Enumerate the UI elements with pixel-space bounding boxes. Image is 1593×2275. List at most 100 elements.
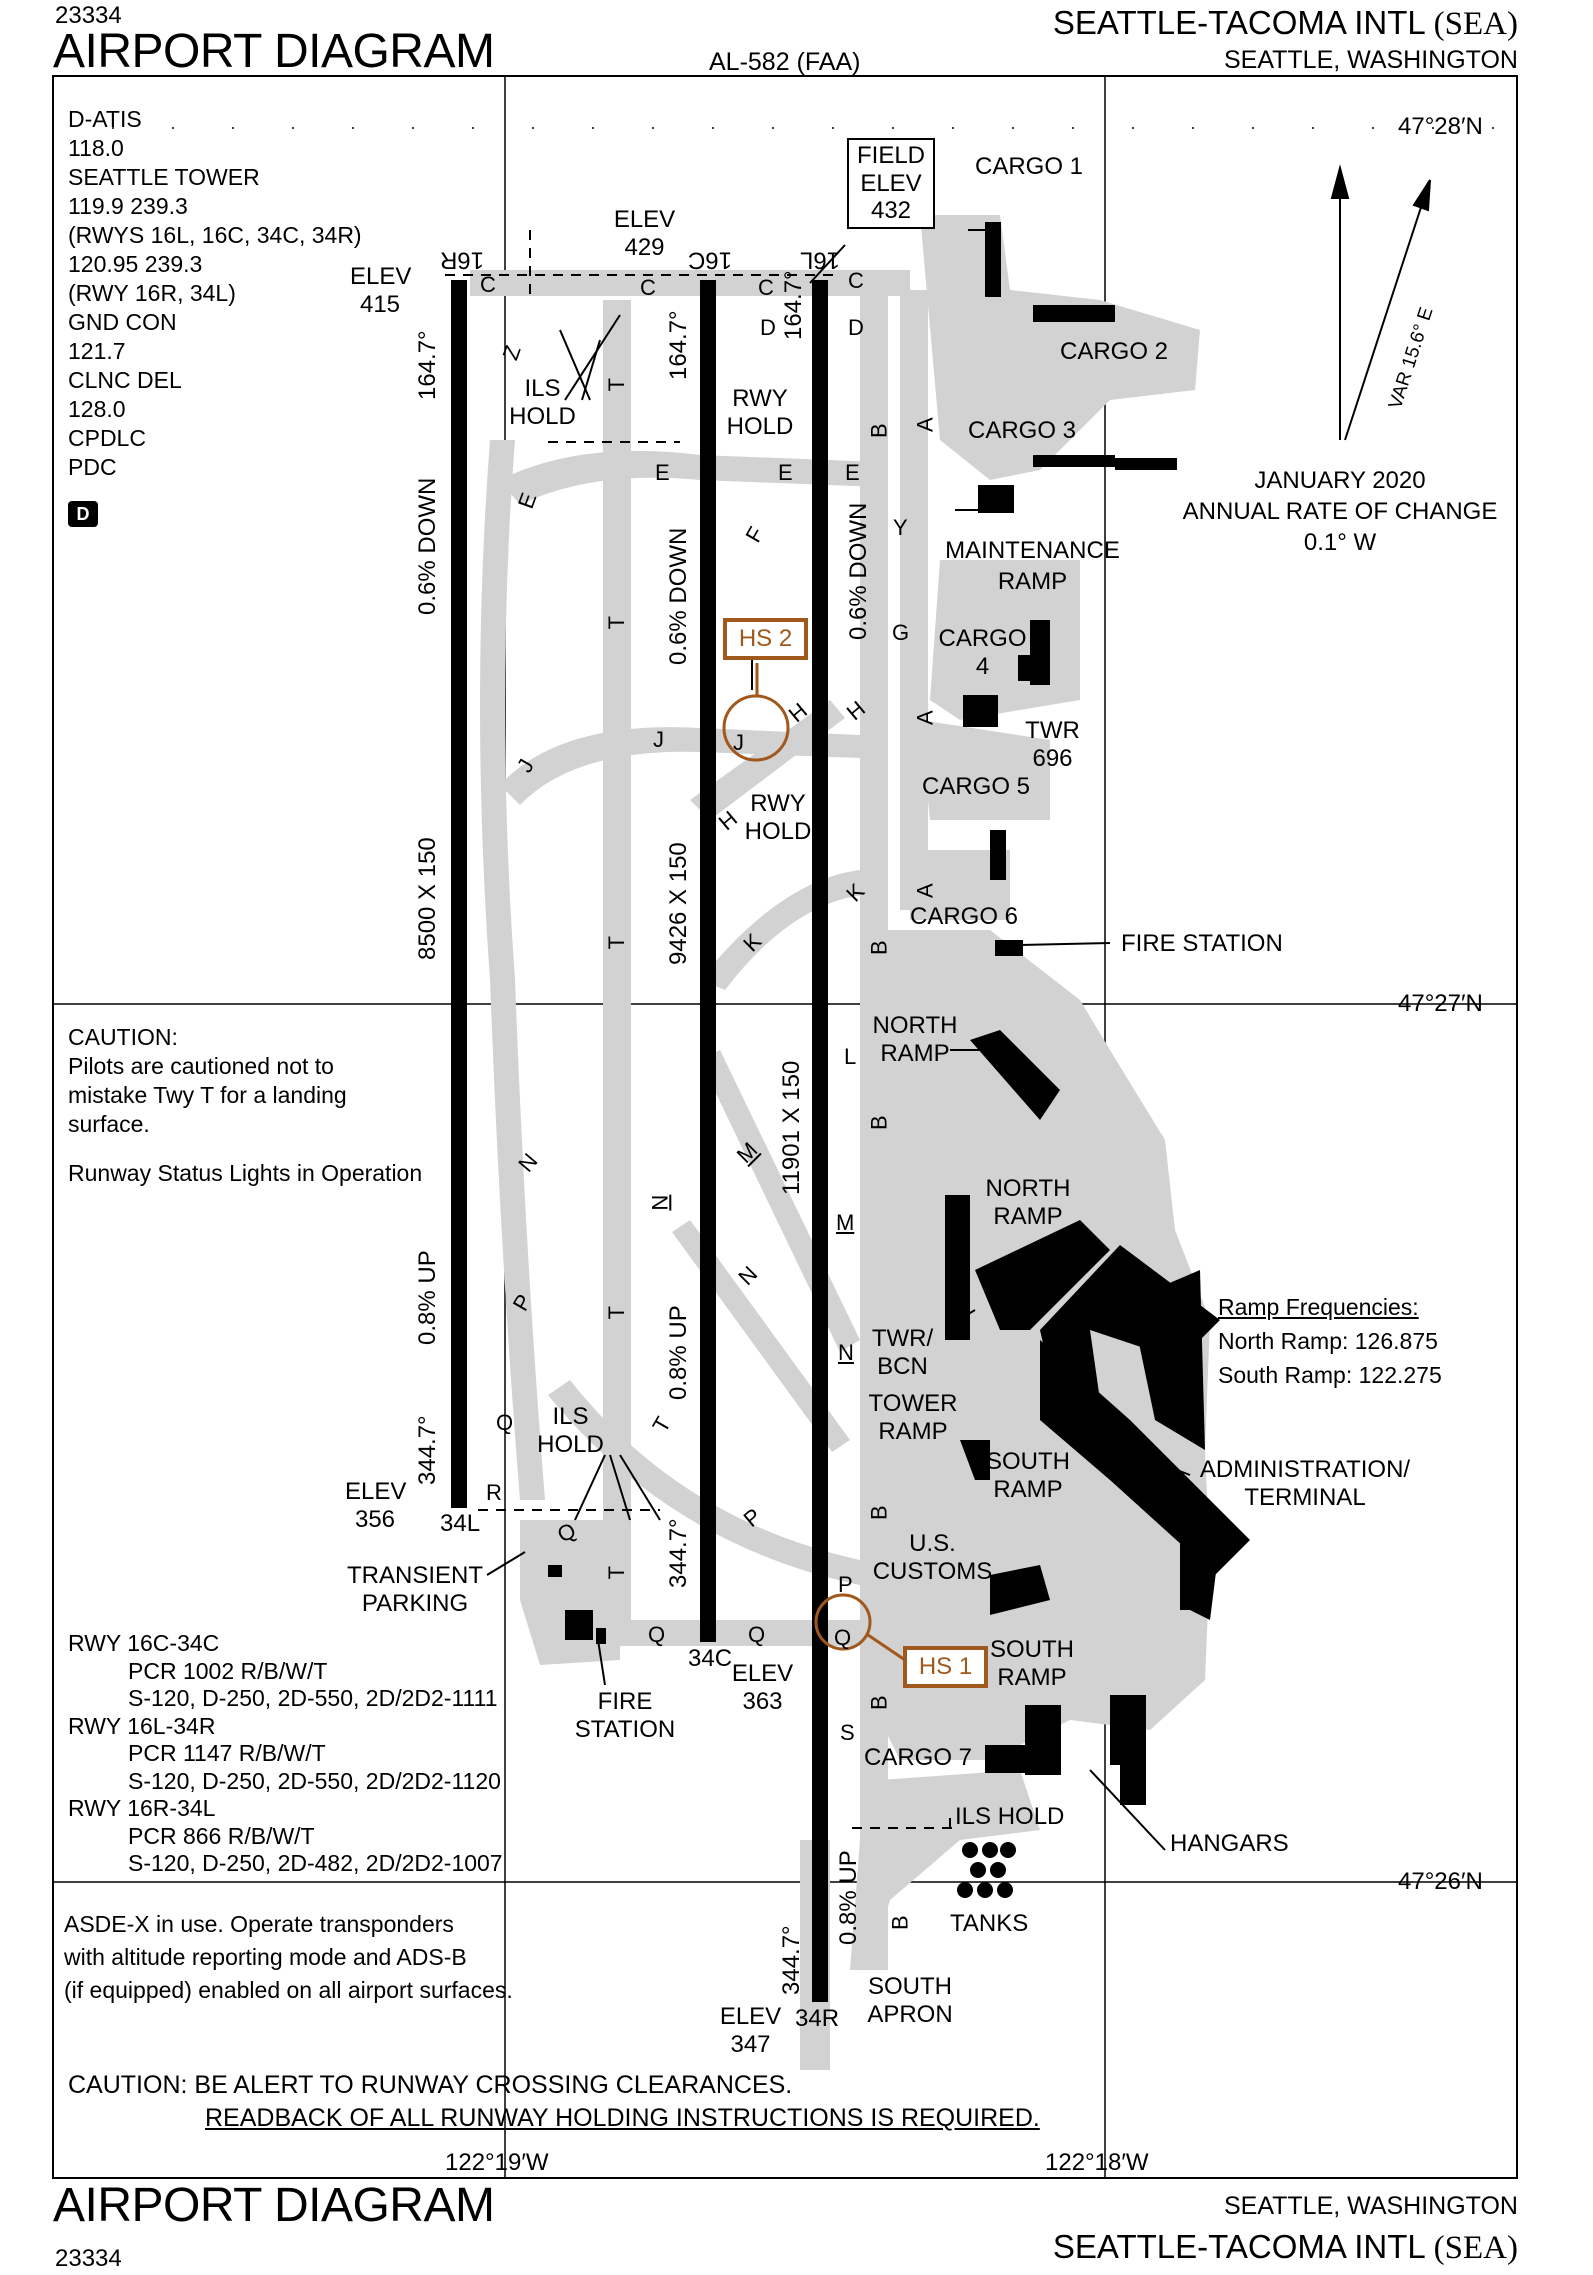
asdex-line: ASDE-X in use. Operate transponders	[64, 1911, 454, 1937]
hot-spot-circles	[722, 663, 906, 1662]
grad-34c: 0.8% UP	[665, 1305, 692, 1400]
grad-34r: 0.8% UP	[835, 1850, 862, 1945]
twy-b: B	[887, 1915, 913, 1930]
label-line: RAMP	[997, 1663, 1067, 1691]
label-south-apron: SOUTH APRON	[855, 1973, 965, 2028]
twy-a: A	[912, 883, 938, 898]
grad-16c: 0.6% DOWN	[665, 527, 692, 665]
label-cargo-4: CARGO 4	[930, 625, 1035, 680]
label-line: U.S.	[909, 1530, 956, 1557]
hold-and-leader-lines	[445, 229, 1191, 1851]
twy-t-surface	[603, 300, 631, 1640]
pcr-runway: RWY 16C-34C	[68, 1630, 220, 1656]
hot-spot-hs2[interactable]: HS 2	[723, 618, 808, 660]
twy-b: B	[866, 1505, 892, 1520]
north-arrow	[1330, 164, 1431, 441]
chart-title: AIRPORT DIAGRAM	[53, 25, 495, 78]
label-line: APRON	[867, 2000, 953, 2028]
twy-b: B	[866, 1695, 892, 1710]
runways	[451, 280, 828, 2002]
runway-16l-34r	[812, 280, 828, 2002]
label-cargo-1: CARGO 1	[975, 153, 1084, 180]
caution-crossing: CAUTION: BE ALERT TO RUNWAY CROSSING CLE…	[68, 2071, 793, 2099]
label-line: 4	[975, 652, 990, 680]
twy-e: E	[845, 460, 860, 485]
twy-b: B	[866, 1115, 892, 1130]
hdg-16l: 164.7°	[780, 270, 807, 340]
runway-label-34r: 34R	[795, 2005, 840, 2032]
magvar-date: JANUARY 2020	[1254, 467, 1426, 494]
ramp-freq-title: Ramp Frequencies:	[1218, 1294, 1419, 1320]
twy-e: E	[778, 460, 793, 485]
field-elev-label: FIELD	[856, 142, 925, 169]
elev-value: 363	[742, 1687, 783, 1715]
elev-value: 415	[359, 290, 401, 318]
twy-n: N	[838, 1340, 854, 1365]
twy-e: E	[655, 460, 670, 485]
twy-q: Q	[496, 1410, 514, 1435]
magvar-rate-label: ANNUAL RATE OF CHANGE	[1182, 498, 1498, 525]
caution-taxiway-t: CAUTION: Pilots are cautioned not to mis…	[68, 1023, 347, 1139]
label-line: RAMP	[880, 1039, 950, 1067]
hdg-16r: 164.7°	[414, 330, 441, 400]
label-line: RWY	[750, 790, 806, 817]
twy-g: G	[892, 620, 910, 645]
twy-j: J	[653, 727, 664, 752]
paved-surfaces	[470, 215, 1210, 2070]
label-line: TERMINAL	[1244, 1483, 1366, 1511]
lat-label-47-28: 47°28′N	[1398, 113, 1483, 140]
ramp-freq-north: North Ramp: 126.875	[1218, 1328, 1438, 1354]
lat-label-47-26: 47°26′N	[1398, 1868, 1483, 1895]
dims-16l-34r: 11901 X 150	[778, 1060, 805, 1195]
freq-line: SEATTLE TOWER	[68, 164, 260, 190]
caution-line: surface.	[68, 1111, 150, 1137]
pcr-value: PCR 1002 R/B/W/T	[128, 1657, 328, 1684]
ramp-frequencies: Ramp Frequencies: North Ramp: 126.875 So…	[1218, 1290, 1442, 1392]
twy-c: C	[640, 275, 656, 300]
label-line: RAMP	[997, 568, 1068, 595]
runway-label-16r: 16R	[440, 246, 485, 274]
twy-t: T	[604, 615, 630, 630]
label-line: CARGO	[938, 625, 1027, 652]
pcr-table: RWY 16C-34C PCR 1002 R/B/W/T S-120, D-25…	[68, 1630, 503, 1878]
twy-r: R	[486, 1480, 502, 1505]
grad-34l: 0.8% UP	[414, 1250, 441, 1345]
asdex-line: with altitude reporting mode and ADS-B	[64, 1944, 467, 1970]
label-tanks: TANKS	[950, 1910, 1029, 1937]
fuel-tanks	[957, 1842, 1016, 1898]
twy-c: C	[758, 275, 774, 300]
twy-l: L	[844, 1044, 857, 1069]
label-line: ILS	[524, 375, 561, 402]
airport-identifier: (SEA)	[1433, 6, 1518, 42]
label-line: HOLD	[744, 817, 812, 845]
footer-title: AIRPORT DIAGRAM	[53, 2179, 495, 2232]
label-tower-beacon: TWR/ BCN	[865, 1325, 940, 1380]
twy-t: T	[604, 1565, 630, 1580]
label-line: PARKING	[361, 1589, 469, 1617]
label-tower-ramp: TOWER RAMP	[858, 1390, 968, 1445]
elev-label: ELEV	[350, 263, 412, 290]
label-line: BCN	[877, 1352, 928, 1380]
label-fire-station-north: FIRE STATION	[1121, 930, 1283, 957]
elev-value: 429	[624, 233, 665, 261]
freq-line: 118.0	[68, 135, 124, 161]
label-cargo-6: CARGO 6	[910, 903, 1019, 930]
runway-16r-34l	[451, 280, 467, 1508]
twy-b: B	[866, 940, 892, 955]
label-line: HOLD	[726, 412, 794, 440]
grad-16l: 0.6% DOWN	[845, 502, 872, 640]
dims-16r-34l: 8500 X 150	[414, 837, 441, 960]
label-line: CUSTOMS	[872, 1557, 993, 1585]
freq-line: CPDLC	[68, 425, 146, 451]
label-ils-hold-north: ILS HOLD	[505, 375, 580, 430]
rsl-note: Runway Status Lights in Operation	[68, 1160, 423, 1186]
label-rwy-hold-north: RWY HOLD	[720, 385, 800, 440]
label-south-ramp-2: SOUTH RAMP	[982, 1636, 1082, 1691]
label-line: SOUTH	[868, 1973, 952, 2000]
elev-value: 356	[354, 1505, 396, 1533]
hot-spot-hs1[interactable]: HS 1	[903, 1646, 988, 1688]
magvar-note: JANUARY 2020 ANNUAL RATE OF CHANGE 0.1° …	[1170, 465, 1510, 558]
label-line: ILS	[552, 1403, 589, 1430]
chart-number: 23334	[55, 2, 122, 29]
